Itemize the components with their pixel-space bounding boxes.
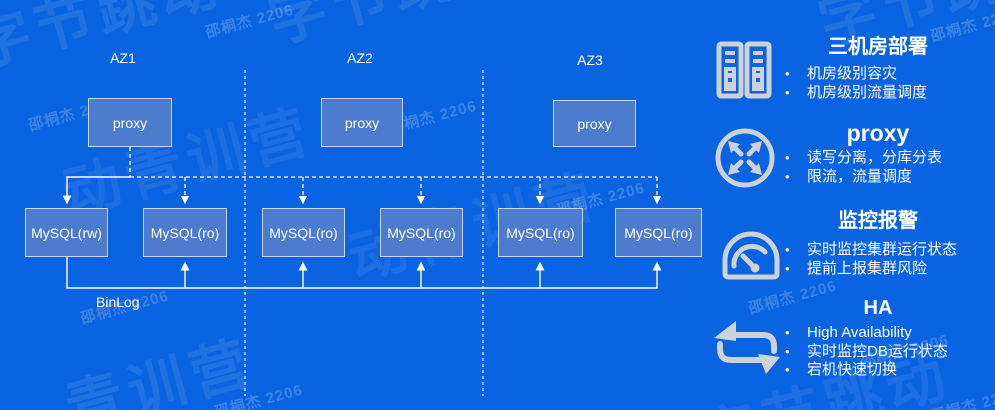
mysql-ro-node: MySQL(ro) bbox=[262, 208, 345, 257]
proxy-node-az1: proxy bbox=[88, 98, 172, 147]
feature-title: HA bbox=[863, 297, 893, 319]
server-rack-icon bbox=[716, 41, 772, 99]
feature-title: proxy bbox=[846, 120, 910, 146]
mysql-ro-node: MySQL(ro) bbox=[615, 208, 702, 257]
bullet-dot: • bbox=[785, 150, 790, 165]
bullet-text: 提前上报集群风险 bbox=[807, 259, 928, 277]
feature-title: 监控报警 bbox=[838, 210, 918, 232]
watermark-text: 青训营 bbox=[58, 329, 262, 410]
watermark-signature: 邵桐杰 2206 bbox=[929, 385, 995, 410]
binlog-label: BinLog bbox=[96, 294, 140, 310]
mysql-ro-node: MySQL(ro) bbox=[498, 208, 583, 257]
feature-bullet: • High Availability bbox=[785, 324, 971, 343]
mysql-rw-node: MySQL(rw) bbox=[25, 208, 108, 257]
bullet-text: 实时监控DB运行状态 bbox=[807, 342, 948, 360]
watermark-text: 字节跳动 bbox=[0, 0, 230, 80]
bullet-text: 读写分离，分库分表 bbox=[807, 149, 943, 166]
bullet-dot: • bbox=[785, 168, 790, 184]
bullet-dot: • bbox=[785, 260, 790, 276]
feature-bullet: • 提前上报集群风险 bbox=[785, 260, 971, 279]
bullet-text: 机房级别流量调度 bbox=[807, 83, 928, 101]
feature-title: 三机房部署 bbox=[828, 36, 928, 58]
az3-label: AZ3 bbox=[577, 52, 603, 68]
feature-three-az: 三机房部署 • 机房级别容灾 • 机房级别流量调度 bbox=[785, 30, 971, 102]
feature-bullet: • 机房级别流量调度 bbox=[785, 84, 971, 103]
feature-bullet: • 实时监控集群运行状态 bbox=[785, 241, 971, 260]
bullet-dot: • bbox=[785, 325, 790, 340]
bullet-dot: • bbox=[785, 362, 790, 377]
feature-proxy: proxy • 读写分离，分库分表 • 限流，流量调度 bbox=[785, 120, 971, 186]
feature-bullet: • 限流，流量调度 bbox=[785, 168, 971, 187]
bullet-text: High Availability bbox=[807, 324, 912, 341]
az2-label: AZ2 bbox=[347, 50, 373, 66]
bullet-dot: • bbox=[785, 66, 790, 81]
mysql-ro-node: MySQL(ro) bbox=[143, 208, 227, 257]
bullet-dot: • bbox=[785, 84, 790, 100]
feature-bullet: • 读写分离，分库分表 bbox=[785, 149, 971, 168]
gauge-icon bbox=[722, 231, 780, 280]
watermark-signature: 邵桐杰 2206 bbox=[203, 1, 296, 42]
bullet-text: 机房级别容灾 bbox=[807, 65, 898, 82]
mysql-ro-node: MySQL(ro) bbox=[380, 208, 463, 257]
bullet-text: 宕机快速切换 bbox=[807, 361, 898, 378]
router-arrows-icon bbox=[715, 128, 775, 188]
watermark-signature: 邵桐杰 2206 bbox=[212, 381, 305, 410]
feature-bullet: • 机房级别容灾 bbox=[785, 65, 971, 84]
read-path-lines bbox=[129, 147, 662, 205]
bullet-text: 实时监控集群运行状态 bbox=[807, 241, 958, 258]
az1-label: AZ1 bbox=[110, 50, 136, 66]
feature-monitoring: 监控报警 • 实时监控集群运行状态 • 提前上报集群风险 bbox=[785, 204, 971, 278]
watermark-text: 字节跳动 bbox=[258, 0, 527, 59]
feature-ha: HA • High Availability • 实时监控DB运行状态 • 宕机… bbox=[785, 297, 971, 380]
bullet-dot: • bbox=[785, 242, 790, 257]
proxy-node-az2: proxy bbox=[321, 98, 403, 147]
proxy-node-az3: proxy bbox=[553, 100, 636, 147]
feature-bullet: • 宕机快速切换 bbox=[785, 361, 971, 380]
feature-bullet: • 实时监控DB运行状态 bbox=[785, 343, 971, 362]
swap-arrows-icon bbox=[714, 321, 780, 374]
bullet-text: 限流，流量调度 bbox=[807, 167, 913, 185]
bullet-dot: • bbox=[785, 343, 790, 359]
